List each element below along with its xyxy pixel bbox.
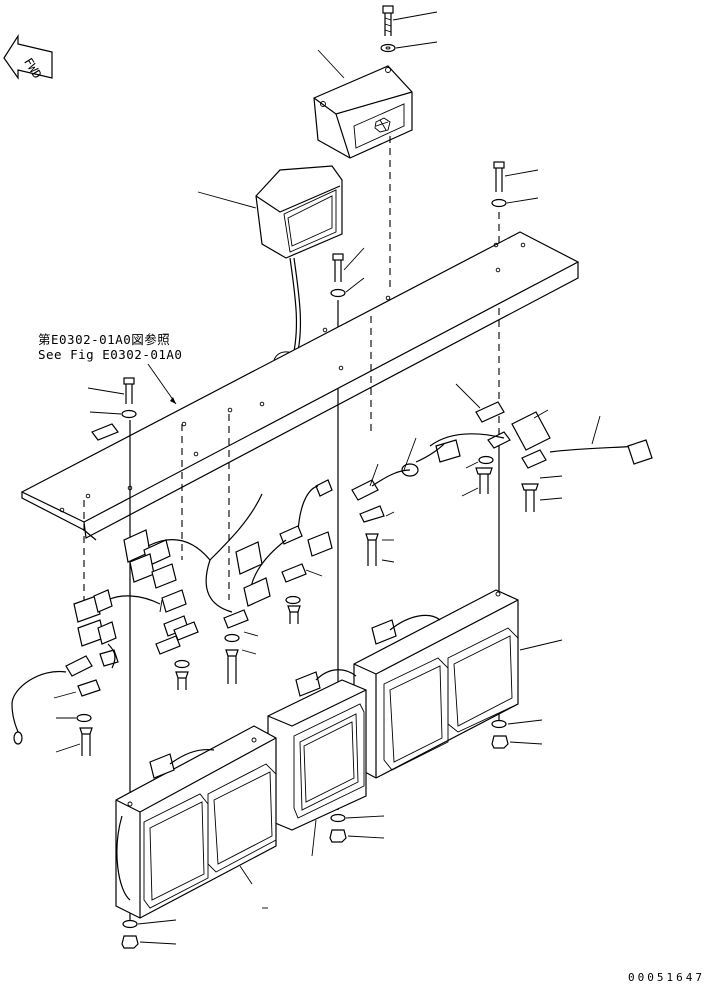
front-work-lamp: [197, 165, 343, 367]
document-number: 00051647: [628, 971, 705, 984]
fwd-arrow-indicator: FWD: [3, 33, 53, 81]
upper-lamp-bolt: [382, 5, 438, 36]
mounting-plate: [20, 231, 580, 541]
center-harness: [205, 463, 411, 624]
left-plate-bolt: [87, 377, 137, 419]
reference-note-en: See Fig E0302-01A0: [38, 347, 182, 362]
fwd-label: FWD: [21, 55, 44, 81]
left-harness: [11, 423, 259, 756]
rear-lamp-housing-center: [267, 669, 385, 857]
rear-lamp-housing-left: [115, 725, 277, 949]
reference-note-jp: 第E0302-01A0図参照: [38, 332, 170, 347]
reference-note: 第E0302-01A0図参照 See Fig E0302-01A0: [38, 332, 182, 405]
rear-lamp-housing-right: [353, 589, 563, 779]
right-harness: [401, 383, 653, 512]
rear-work-lamp: [313, 49, 413, 290]
upper-lamp-washer: [380, 41, 438, 53]
